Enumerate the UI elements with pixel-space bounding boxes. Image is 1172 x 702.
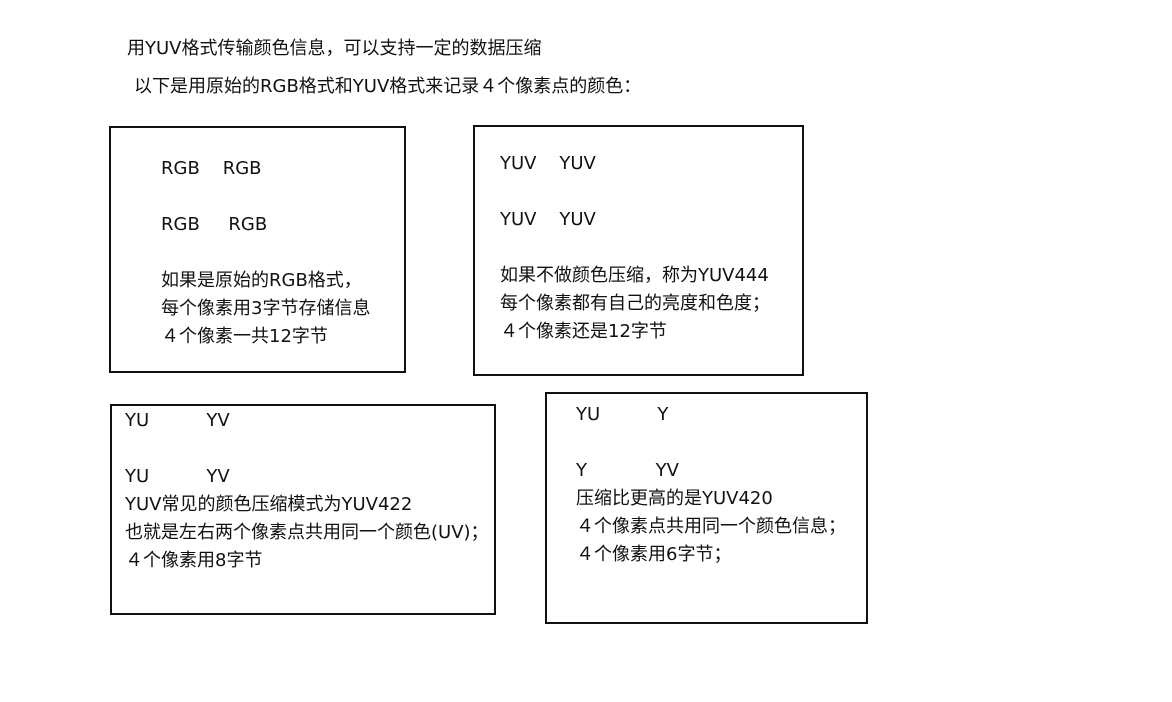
rgb-pixel-row-2: RGB RGB (161, 214, 268, 235)
yuv420-desc-2: ４个像素点共用同一个颜色信息； (576, 516, 846, 537)
yuv444-desc-1: 如果不做颜色压缩，称为YUV444 (500, 265, 769, 286)
yuv444-desc-3: ４个像素还是12字节 (500, 321, 667, 342)
yuv444-pixel-row-1: YUV YUV (500, 153, 596, 174)
yuv420-desc-3: ４个像素用6字节； (576, 544, 732, 565)
rgb-desc-3: ４个像素一共12字节 (161, 326, 328, 347)
yuv420-pixel-row-2: Y YV (576, 460, 679, 481)
rgb-desc-1: 如果是原始的RGB格式， (161, 270, 362, 291)
yuv420-desc-1: 压缩比更高的是YUV420 (576, 488, 773, 509)
yuv420-pixel-row-1: YU Y (576, 404, 669, 425)
yuv422-pixel-row-1: YU YV (125, 410, 230, 431)
yuv422-pixel-row-2: YU YV (125, 466, 230, 487)
yuv444-pixel-row-2: YUV YUV (500, 209, 596, 230)
yuv444-desc-2: 每个像素都有自己的亮度和色度； (500, 293, 770, 314)
rgb-desc-2: 每个像素用3字节存储信息 (161, 298, 371, 319)
yuv422-desc-2: 也就是左右两个像素点共用同一个颜色(UV)； (125, 522, 489, 543)
page-title: 用YUV格式传输颜色信息，可以支持一定的数据压缩 (127, 38, 542, 59)
page-subtitle: 以下是用原始的RGB格式和YUV格式来记录４个像素点的颜色： (134, 76, 642, 97)
rgb-pixel-row-1: RGB RGB (161, 158, 262, 179)
yuv422-desc-3: ４个像素用8字节 (125, 550, 263, 571)
yuv444-box: YUV YUV YUV YUV 如果不做颜色压缩，称为YUV444 每个像素都有… (473, 125, 804, 376)
yuv422-desc-1: YUV常见的颜色压缩模式为YUV422 (125, 494, 413, 515)
yuv422-box: YU YV YU YV YUV常见的颜色压缩模式为YUV422 也就是左右两个像… (110, 404, 496, 615)
rgb-box: RGB RGB RGB RGB 如果是原始的RGB格式， 每个像素用3字节存储信… (109, 126, 406, 373)
yuv420-box: YU Y Y YV 压缩比更高的是YUV420 ４个像素点共用同一个颜色信息； … (545, 392, 868, 624)
